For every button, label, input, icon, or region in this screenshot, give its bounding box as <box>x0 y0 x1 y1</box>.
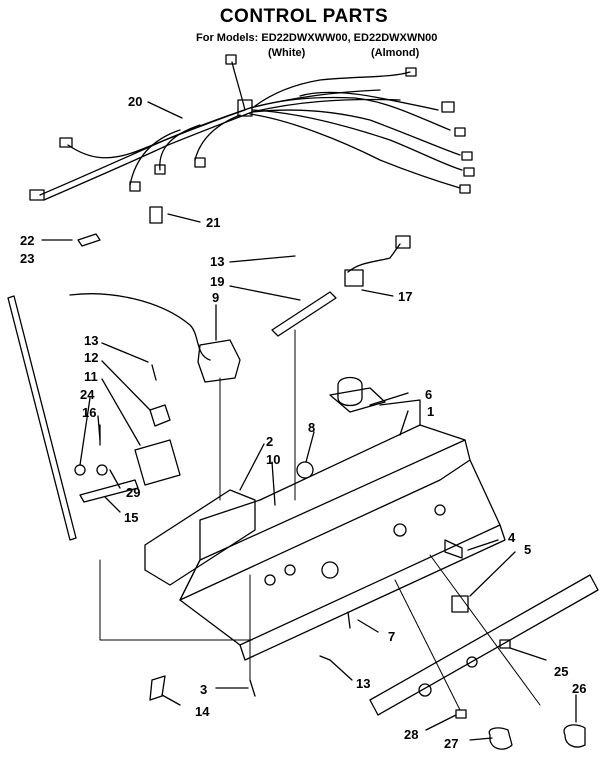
callout-15: 15 <box>124 510 138 525</box>
callout-7: 7 <box>388 629 395 644</box>
part-29 <box>96 464 108 476</box>
part-24 <box>74 464 86 476</box>
callout-24: 24 <box>80 387 95 402</box>
part-17-wire <box>347 243 401 273</box>
part-13c-screw <box>319 655 331 661</box>
callout-26: 26 <box>572 681 586 696</box>
callout-19: 19 <box>210 274 224 289</box>
callout-17: 17 <box>398 289 412 304</box>
part-bracket-small <box>77 233 101 247</box>
callout-1: 1 <box>427 404 434 419</box>
part-long-rod <box>7 295 77 541</box>
callout-28: 28 <box>404 727 418 742</box>
part-15 <box>79 479 139 503</box>
callout-3: 3 <box>200 682 207 697</box>
callout-13: 13 <box>210 254 224 269</box>
callout-10: 10 <box>266 452 280 467</box>
part-8 <box>296 461 314 479</box>
callout-22: 22 <box>20 233 34 248</box>
callout-14: 14 <box>195 704 210 719</box>
part-13b-screw <box>151 364 157 381</box>
callout-13: 13 <box>356 676 370 691</box>
page-title: CONTROL PARTS <box>219 6 389 27</box>
part-motor <box>337 376 363 407</box>
part-28 <box>455 709 467 719</box>
callout-2: 2 <box>266 434 273 449</box>
part-25-panel <box>369 574 599 716</box>
part-housing <box>179 399 506 661</box>
callout-5: 5 <box>524 542 531 557</box>
part-12 <box>149 404 171 427</box>
callout-11: 11 <box>84 369 98 384</box>
callout-16: 16 <box>82 405 96 420</box>
callout-27: 27 <box>444 736 458 751</box>
part-14 <box>149 675 166 701</box>
callout-29: 29 <box>126 485 140 500</box>
part-clip <box>149 206 163 224</box>
callout-21: 21 <box>206 215 220 230</box>
wire-harness <box>29 54 475 201</box>
part-bracket <box>144 489 256 586</box>
callout-4: 4 <box>508 530 516 545</box>
variant-almond: (Almond) <box>371 47 420 59</box>
callout-23: 23 <box>20 251 34 266</box>
part-26-knob <box>563 724 586 748</box>
part-9-body <box>197 339 241 383</box>
part-3-screw <box>249 679 256 697</box>
part-19-sensor <box>271 291 337 337</box>
callout-13: 13 <box>84 333 98 348</box>
part-27-knob <box>488 727 513 750</box>
part-7-screw <box>347 611 351 629</box>
callout-20: 20 <box>128 94 142 109</box>
callout-6: 6 <box>425 387 432 402</box>
part-11 <box>134 439 181 486</box>
part-4 <box>444 539 463 559</box>
callout-12: 12 <box>84 350 98 365</box>
callout-8: 8 <box>308 420 315 435</box>
models-line: For Models: ED22DWXWW00, ED22DWXWN00 <box>196 32 438 44</box>
variant-white: (White) <box>268 47 306 59</box>
callout-labels: 20 21 22 23 13 19 17 9 13 12 11 24 16 6 … <box>20 94 586 751</box>
callout-9: 9 <box>212 290 219 305</box>
callout-25: 25 <box>554 664 568 679</box>
